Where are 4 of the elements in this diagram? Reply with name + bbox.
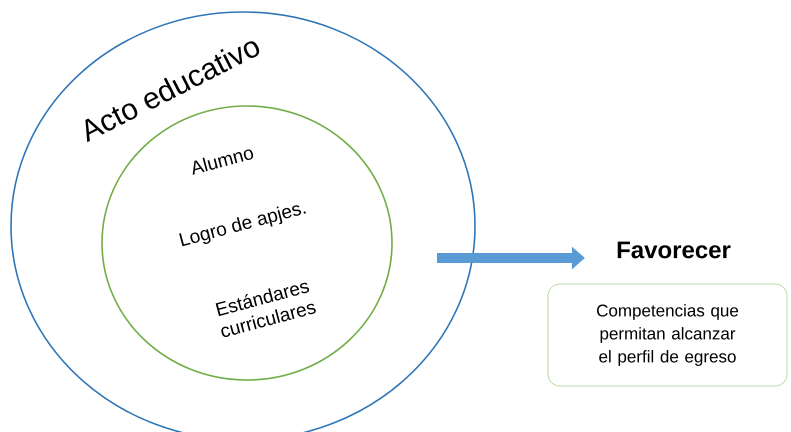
ring-text: Alumno	[192, 149, 254, 175]
ring-text: Logro de apjes.	[179, 205, 306, 246]
heading: Favorecer	[618, 242, 730, 258]
text-box: Competencias que permitan alcanzar el perfil de egreso	[548, 284, 788, 386]
